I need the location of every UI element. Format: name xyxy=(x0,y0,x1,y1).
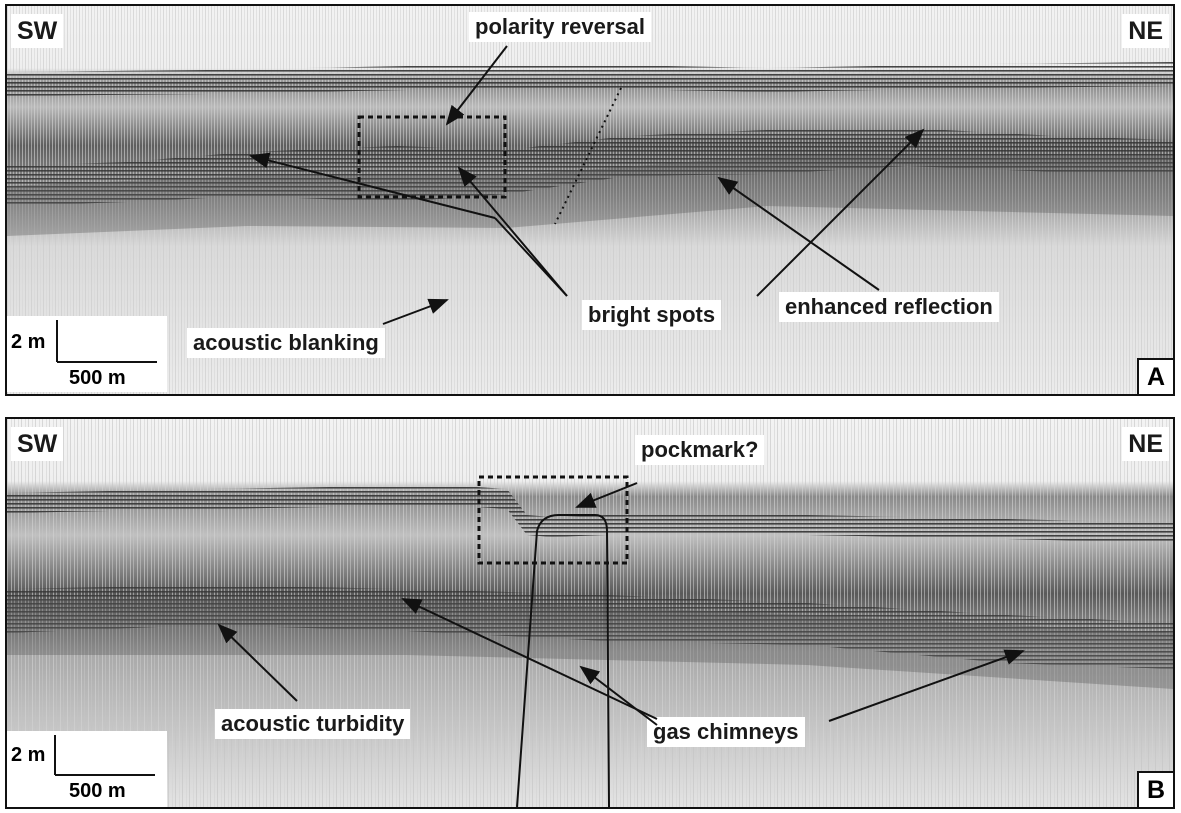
gas-chimneys-label: gas chimneys xyxy=(647,717,805,747)
seismic-profile-b xyxy=(7,419,1173,807)
panel-letter-a: A xyxy=(1137,358,1173,394)
seismic-profile-a xyxy=(7,6,1173,394)
direction-sw-label-b: SW xyxy=(11,427,64,461)
horizontal-scale-label-b: 500 m xyxy=(69,780,126,802)
polarity-reversal-label: polarity reversal xyxy=(469,12,651,42)
seismic-panel-b: SW NE pockmark? acoustic turbidity gas c… xyxy=(5,417,1175,809)
scale-bar-b: 2 m 500 m xyxy=(7,731,167,807)
enhanced-reflection-label: enhanced reflection xyxy=(779,292,999,322)
bright-spots-label-a: bright spots xyxy=(582,300,722,330)
acoustic-turbidity-label: acoustic turbidity xyxy=(215,709,411,739)
vertical-scale-label: 2 m xyxy=(11,331,46,353)
pockmark-label: pockmark? xyxy=(635,435,765,465)
scale-bar-a: 2 m 500 m xyxy=(7,316,167,392)
vertical-scale-label-b: 2 m xyxy=(11,744,46,766)
seismic-panel-a: SW NE polarity reversal bright spots enh… xyxy=(5,4,1175,396)
acoustic-blanking-label: acoustic blanking xyxy=(187,328,385,358)
panel-letter-b: B xyxy=(1137,771,1173,807)
direction-sw-label: SW xyxy=(11,14,64,48)
horizontal-scale-label: 500 m xyxy=(69,367,126,389)
direction-ne-label-b: NE xyxy=(1122,427,1169,461)
direction-ne-label: NE xyxy=(1122,14,1169,48)
